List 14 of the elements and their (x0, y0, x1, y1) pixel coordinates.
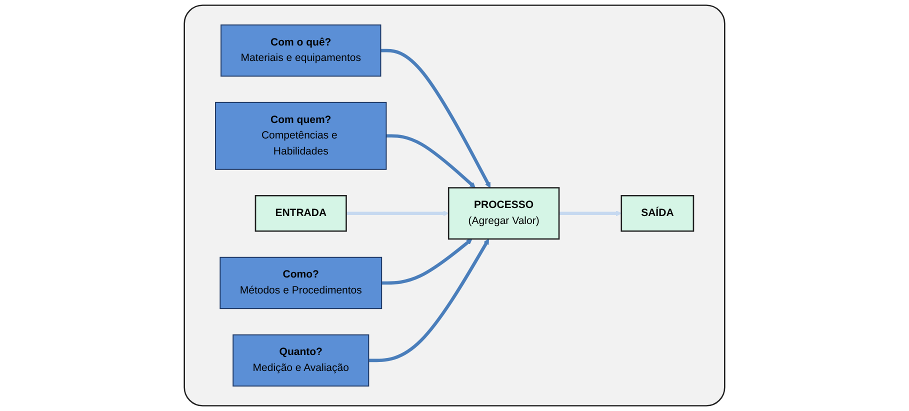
arrow (380, 48, 490, 188)
node-box: PROCESSO (Agregar Valor) (448, 187, 560, 240)
node-box: ENTRADA (254, 195, 347, 232)
arrow (386, 134, 476, 188)
cluster (184, 4, 726, 406)
node-box: Com quem? Competências e Habilidades (215, 102, 387, 170)
arrow (382, 238, 472, 285)
node-box: Como? Métodos e Procedimentos (220, 256, 382, 310)
node-box: SAÍDA (620, 195, 694, 232)
arrow (368, 238, 490, 362)
node-box: Com o quê? Materiais e equipamentos (220, 24, 382, 77)
arrow (559, 210, 622, 216)
arrow (346, 210, 449, 216)
node-box: Quanto? Medição e Avaliação (232, 334, 370, 387)
